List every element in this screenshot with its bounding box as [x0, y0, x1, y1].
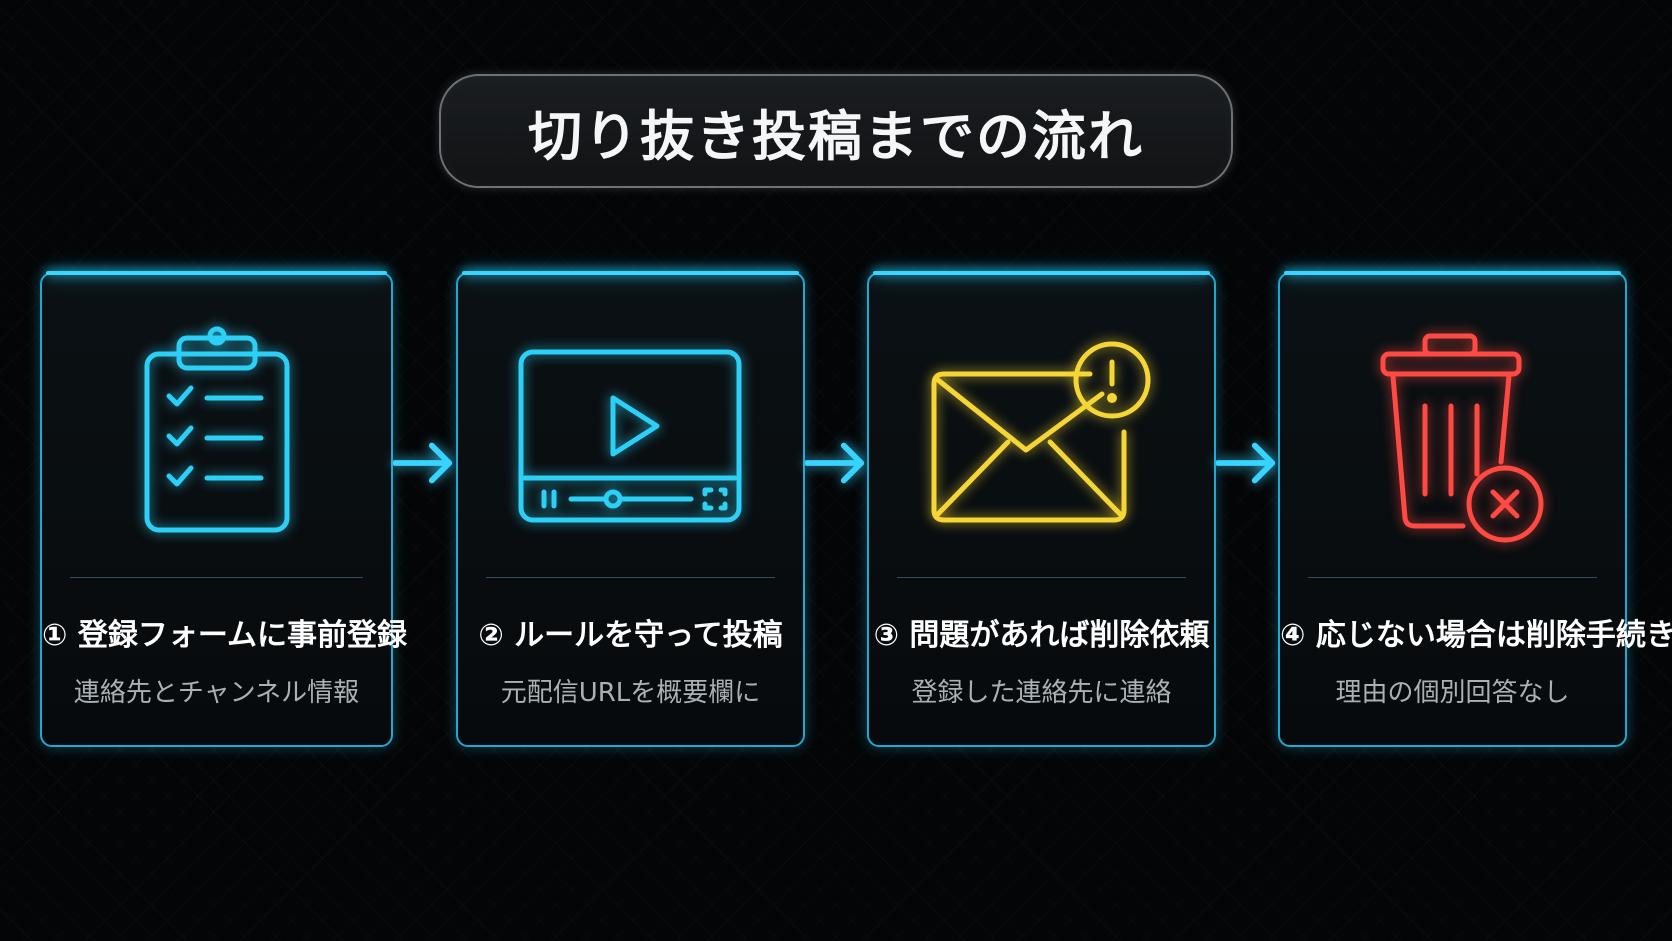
video-player-icon	[518, 349, 741, 523]
trash-delete-icon	[1380, 333, 1543, 543]
arrow-right-icon	[1216, 442, 1276, 484]
title-banner: 切り抜き投稿までの流れ	[439, 74, 1233, 188]
page-title: 切り抜き投稿までの流れ	[528, 104, 1144, 168]
card-divider	[897, 577, 1186, 578]
clipboard-checklist-icon	[144, 326, 289, 533]
step-title-3: ③ 問題があれば削除依頼	[873, 618, 1210, 653]
step-subtitle-2: 元配信URLを概要欄に	[500, 678, 761, 708]
envelope-alert-icon	[931, 341, 1150, 523]
step-card-3: ③ 問題があれば削除依頼 登録した連絡先に連絡	[867, 271, 1216, 747]
step-title-4: ④ 応じない場合は削除手続き	[1280, 618, 1672, 653]
step-title-1: ① 登録フォームに事前登録	[42, 618, 407, 653]
step-subtitle-4: 理由の個別回答なし	[1335, 678, 1570, 708]
step-title-2: ② ルールを守って投稿	[478, 618, 783, 653]
card-divider	[70, 577, 363, 578]
card-divider	[486, 577, 775, 578]
arrow-right-icon	[805, 442, 865, 484]
arrow-right-icon	[393, 442, 453, 484]
step-card-1: ① 登録フォームに事前登録 連絡先とチャンネル情報	[40, 271, 407, 747]
step-card-4: ④ 応じない場合は削除手続き 理由の個別回答なし	[1278, 271, 1672, 747]
step-subtitle-3: 登録した連絡先に連絡	[911, 678, 1172, 708]
step-subtitle-1: 連絡先とチャンネル情報	[73, 678, 360, 708]
card-divider	[1308, 577, 1597, 578]
step-card-2: ② ルールを守って投稿 元配信URLを概要欄に	[456, 271, 805, 747]
